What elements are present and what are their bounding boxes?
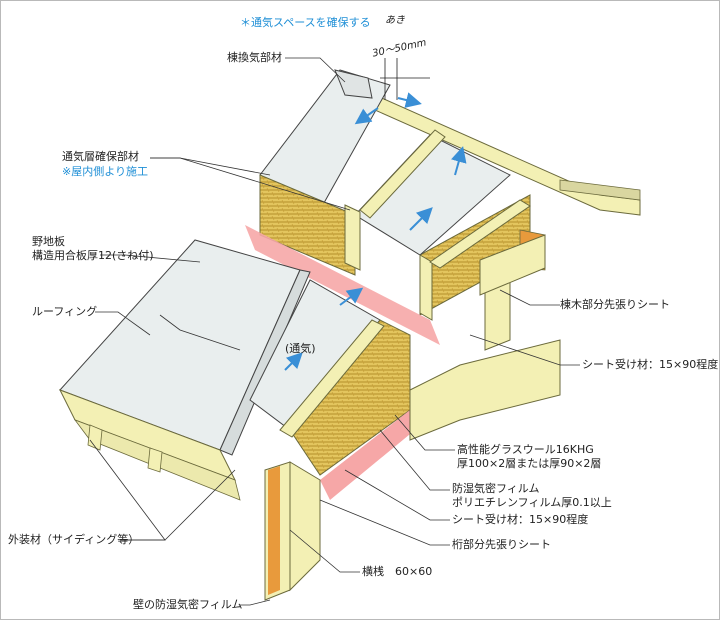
upper-spacer [359,129,446,219]
right-eave-cut [559,179,641,201]
label-sheathing-spec: 構造用合板厚12(さね付) [32,249,154,262]
label-roofing: ルーフィング [32,305,98,318]
label-eave-sheet: 桁部分先張りシート [452,538,551,551]
label-vent-spacer: 通気層確保部材 [62,150,139,163]
rafter-tail-2 [147,447,163,473]
airflow-arrow-top [451,146,467,176]
leader-lines [89,57,580,606]
label-siding: 外装材（サイディング等） [8,533,140,546]
ridge-cap [334,69,373,99]
wall-siding-strip [268,466,280,595]
label-sheet-support-lower: シート受け材：15×90程度 [452,513,589,526]
upper-vapor-film [245,225,440,345]
gap-label-top: あき [385,15,405,26]
label-insulation-spec: 厚100×2層または厚90×2層 [457,457,602,470]
airflow-arrow-ridge-left [354,107,379,125]
airflow-arrow-ridge-right [397,92,422,108]
label-vapor-film-spec: ポリエチレンフィルム厚0.1以上 [452,496,612,509]
label-sheathing: 野地板 [32,235,65,248]
airflow-arrow-upper [409,207,433,231]
label-vent-spacer-note: ※屋内側より施工 [62,165,148,178]
ridge-beam-lower [479,234,546,296]
label-vapor-film: 防湿気密フィルム [452,482,540,495]
label-ridge-sheet: 棟木部分先張りシート [560,298,670,311]
label-sheet-support-upper: シート受け材：15×90程度 [582,358,719,371]
airflow-arrow-mid [339,287,364,306]
lower-vapor-film [320,410,415,500]
label-wall-film: 壁の防湿気密フィルム [133,598,243,611]
label-ridge-vent: 棟換気部材 [227,51,282,64]
upper-rafter-right [419,254,433,321]
label-batten: 横桟 60×60 [362,565,433,578]
lower-spacer [279,319,385,438]
label-insulation: 高性能グラスウール16KHG [457,443,594,456]
airflow-arrow-lower [284,352,303,371]
upper-rafter-top [429,199,531,269]
wall-plate [409,339,561,441]
top-note: ＊通気スペースを確保する [240,16,371,29]
upper-rafter-left [344,204,361,271]
rafter-tail-1 [87,424,103,451]
lower-roof-edge [219,269,311,456]
label-airflow: (通気) [285,342,316,355]
wall-body [289,461,321,592]
